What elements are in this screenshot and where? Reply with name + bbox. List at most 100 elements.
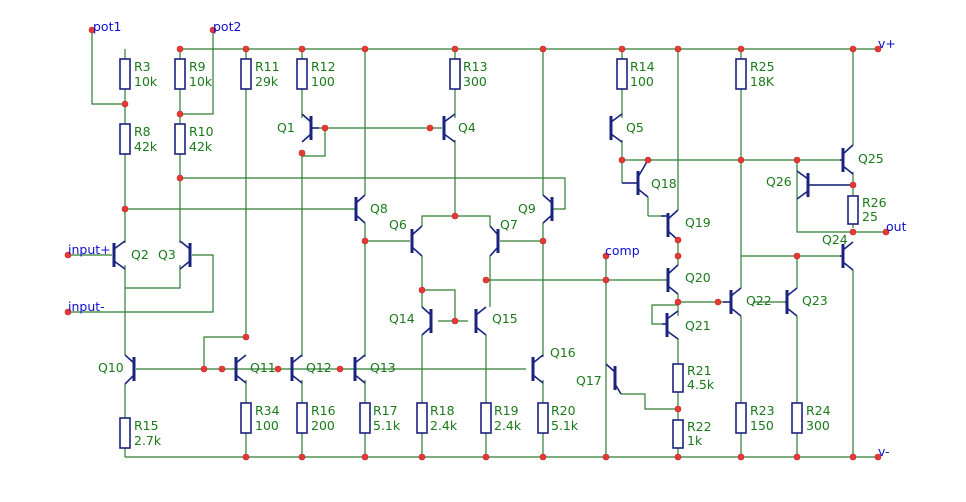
- label-r25-value: 18K: [750, 74, 775, 89]
- label-r16-name: R16: [311, 403, 336, 418]
- resistor-r19: [480, 402, 492, 434]
- transistor-q23: [785, 287, 798, 317]
- label-r20-value: 5.1k: [551, 418, 579, 433]
- label-r22-name: R22: [687, 419, 712, 434]
- label-q14: Q14: [389, 311, 415, 326]
- label-r12-name: R12: [311, 59, 336, 74]
- label-r17-name: R17: [373, 403, 398, 418]
- label-q16: Q16: [550, 345, 576, 360]
- transistor-q10: [124, 354, 136, 385]
- label-q18: Q18: [651, 176, 677, 191]
- transistor-q11: [234, 354, 247, 384]
- resistor-r24: [791, 402, 803, 434]
- label-r21-value: 4.5k: [687, 377, 715, 392]
- label-q7: Q7: [500, 217, 518, 232]
- label-r23-name: R23: [750, 403, 775, 418]
- transistor-q4: [442, 113, 456, 143]
- label-r14-value: 100: [630, 74, 654, 89]
- transistor-q12: [290, 354, 303, 384]
- transistor-q3: [179, 240, 192, 270]
- resistor-r15: [119, 417, 131, 449]
- resistor-r14: [616, 58, 628, 90]
- net-labels: pot1 pot2 v+ v- out comp input+ input-: [68, 19, 907, 459]
- label-r13-name: R13: [463, 59, 488, 74]
- label-r10-value: 42k: [189, 139, 213, 154]
- label-q15: Q15: [492, 311, 518, 326]
- label-r15-value: 2.7k: [134, 433, 162, 448]
- label-r19-name: R19: [494, 403, 519, 418]
- label-q17: Q17: [576, 373, 602, 388]
- transistor-q14: [421, 306, 433, 336]
- label-r8-name: R8: [134, 124, 151, 139]
- transistor-q21: [662, 310, 679, 340]
- transistor-q9: [542, 194, 554, 224]
- resistor-r13: [449, 58, 461, 90]
- transistors: [112, 113, 854, 395]
- resistor-r12: [296, 58, 308, 90]
- junctions: [64, 26, 890, 461]
- label-r26-value: 25: [862, 209, 878, 224]
- label-q21: Q21: [685, 318, 711, 333]
- label-q9: Q9: [518, 201, 536, 216]
- net-label-input-minus: input-: [68, 299, 105, 314]
- label-q23: Q23: [802, 293, 828, 308]
- resistor-r8: [119, 123, 131, 155]
- net-label-pot2: pot2: [213, 19, 241, 34]
- resistor-r11: [240, 58, 252, 90]
- label-q20: Q20: [685, 270, 711, 285]
- label-r15-name: R15: [134, 418, 159, 433]
- label-r10-name: R10: [189, 124, 214, 139]
- transistor-q16: [531, 354, 544, 384]
- label-q26: Q26: [766, 174, 792, 189]
- label-q24: Q24: [822, 232, 848, 247]
- transistor-q26: [796, 170, 853, 200]
- transistor-q17: [605, 363, 622, 395]
- label-q12: Q12: [306, 360, 332, 375]
- transistor-q22: [723, 287, 742, 317]
- resistor-r22: [672, 419, 684, 449]
- resistor-r34: [240, 402, 252, 434]
- transistor-q6: [410, 225, 423, 257]
- transistor-q18: [622, 159, 649, 198]
- label-q6: Q6: [389, 217, 407, 232]
- resistor-r23: [735, 402, 747, 434]
- label-r12-value: 100: [311, 74, 335, 89]
- label-r16-value: 200: [311, 418, 335, 433]
- transistor-q5: [609, 113, 623, 143]
- label-q4: Q4: [458, 120, 476, 135]
- label-q5: Q5: [626, 120, 644, 135]
- label-r13-value: 300: [463, 74, 487, 89]
- label-r9-value: 10k: [189, 74, 213, 89]
- label-r24-name: R24: [806, 403, 831, 418]
- label-r24-value: 300: [806, 418, 830, 433]
- transistor-q7: [489, 225, 500, 257]
- net-label-vminus: v-: [878, 444, 890, 459]
- label-q25: Q25: [858, 151, 884, 166]
- transistor-q25: [840, 144, 854, 175]
- label-q2: Q2: [131, 247, 149, 262]
- label-q11: Q11: [250, 360, 276, 375]
- label-r11-name: R11: [255, 59, 280, 74]
- label-q8: Q8: [370, 201, 388, 216]
- label-q10: Q10: [98, 360, 124, 375]
- resistor-labels: R3 10k R8 42k R9 10k R10 42k R11 29k R12…: [134, 59, 887, 448]
- label-q19: Q19: [685, 215, 711, 230]
- label-r23-value: 150: [750, 418, 774, 433]
- resistor-r16: [296, 402, 308, 434]
- transistor-q20: [666, 264, 679, 295]
- label-r3-name: R3: [134, 59, 151, 74]
- resistor-r20: [537, 402, 549, 434]
- label-q1: Q1: [277, 120, 295, 135]
- label-r20-name: R20: [551, 403, 576, 418]
- resistor-r18: [416, 402, 428, 434]
- net-label-comp: comp: [605, 243, 640, 258]
- label-r26-name: R26: [862, 195, 887, 210]
- label-q3: Q3: [158, 247, 176, 262]
- label-r17-value: 5.1k: [373, 418, 401, 433]
- transistor-q15: [474, 306, 487, 336]
- net-label-input-plus: input+: [68, 242, 111, 257]
- label-r18-name: R18: [430, 403, 455, 418]
- resistor-r9: [174, 58, 186, 90]
- label-r19-value: 2.4k: [494, 418, 522, 433]
